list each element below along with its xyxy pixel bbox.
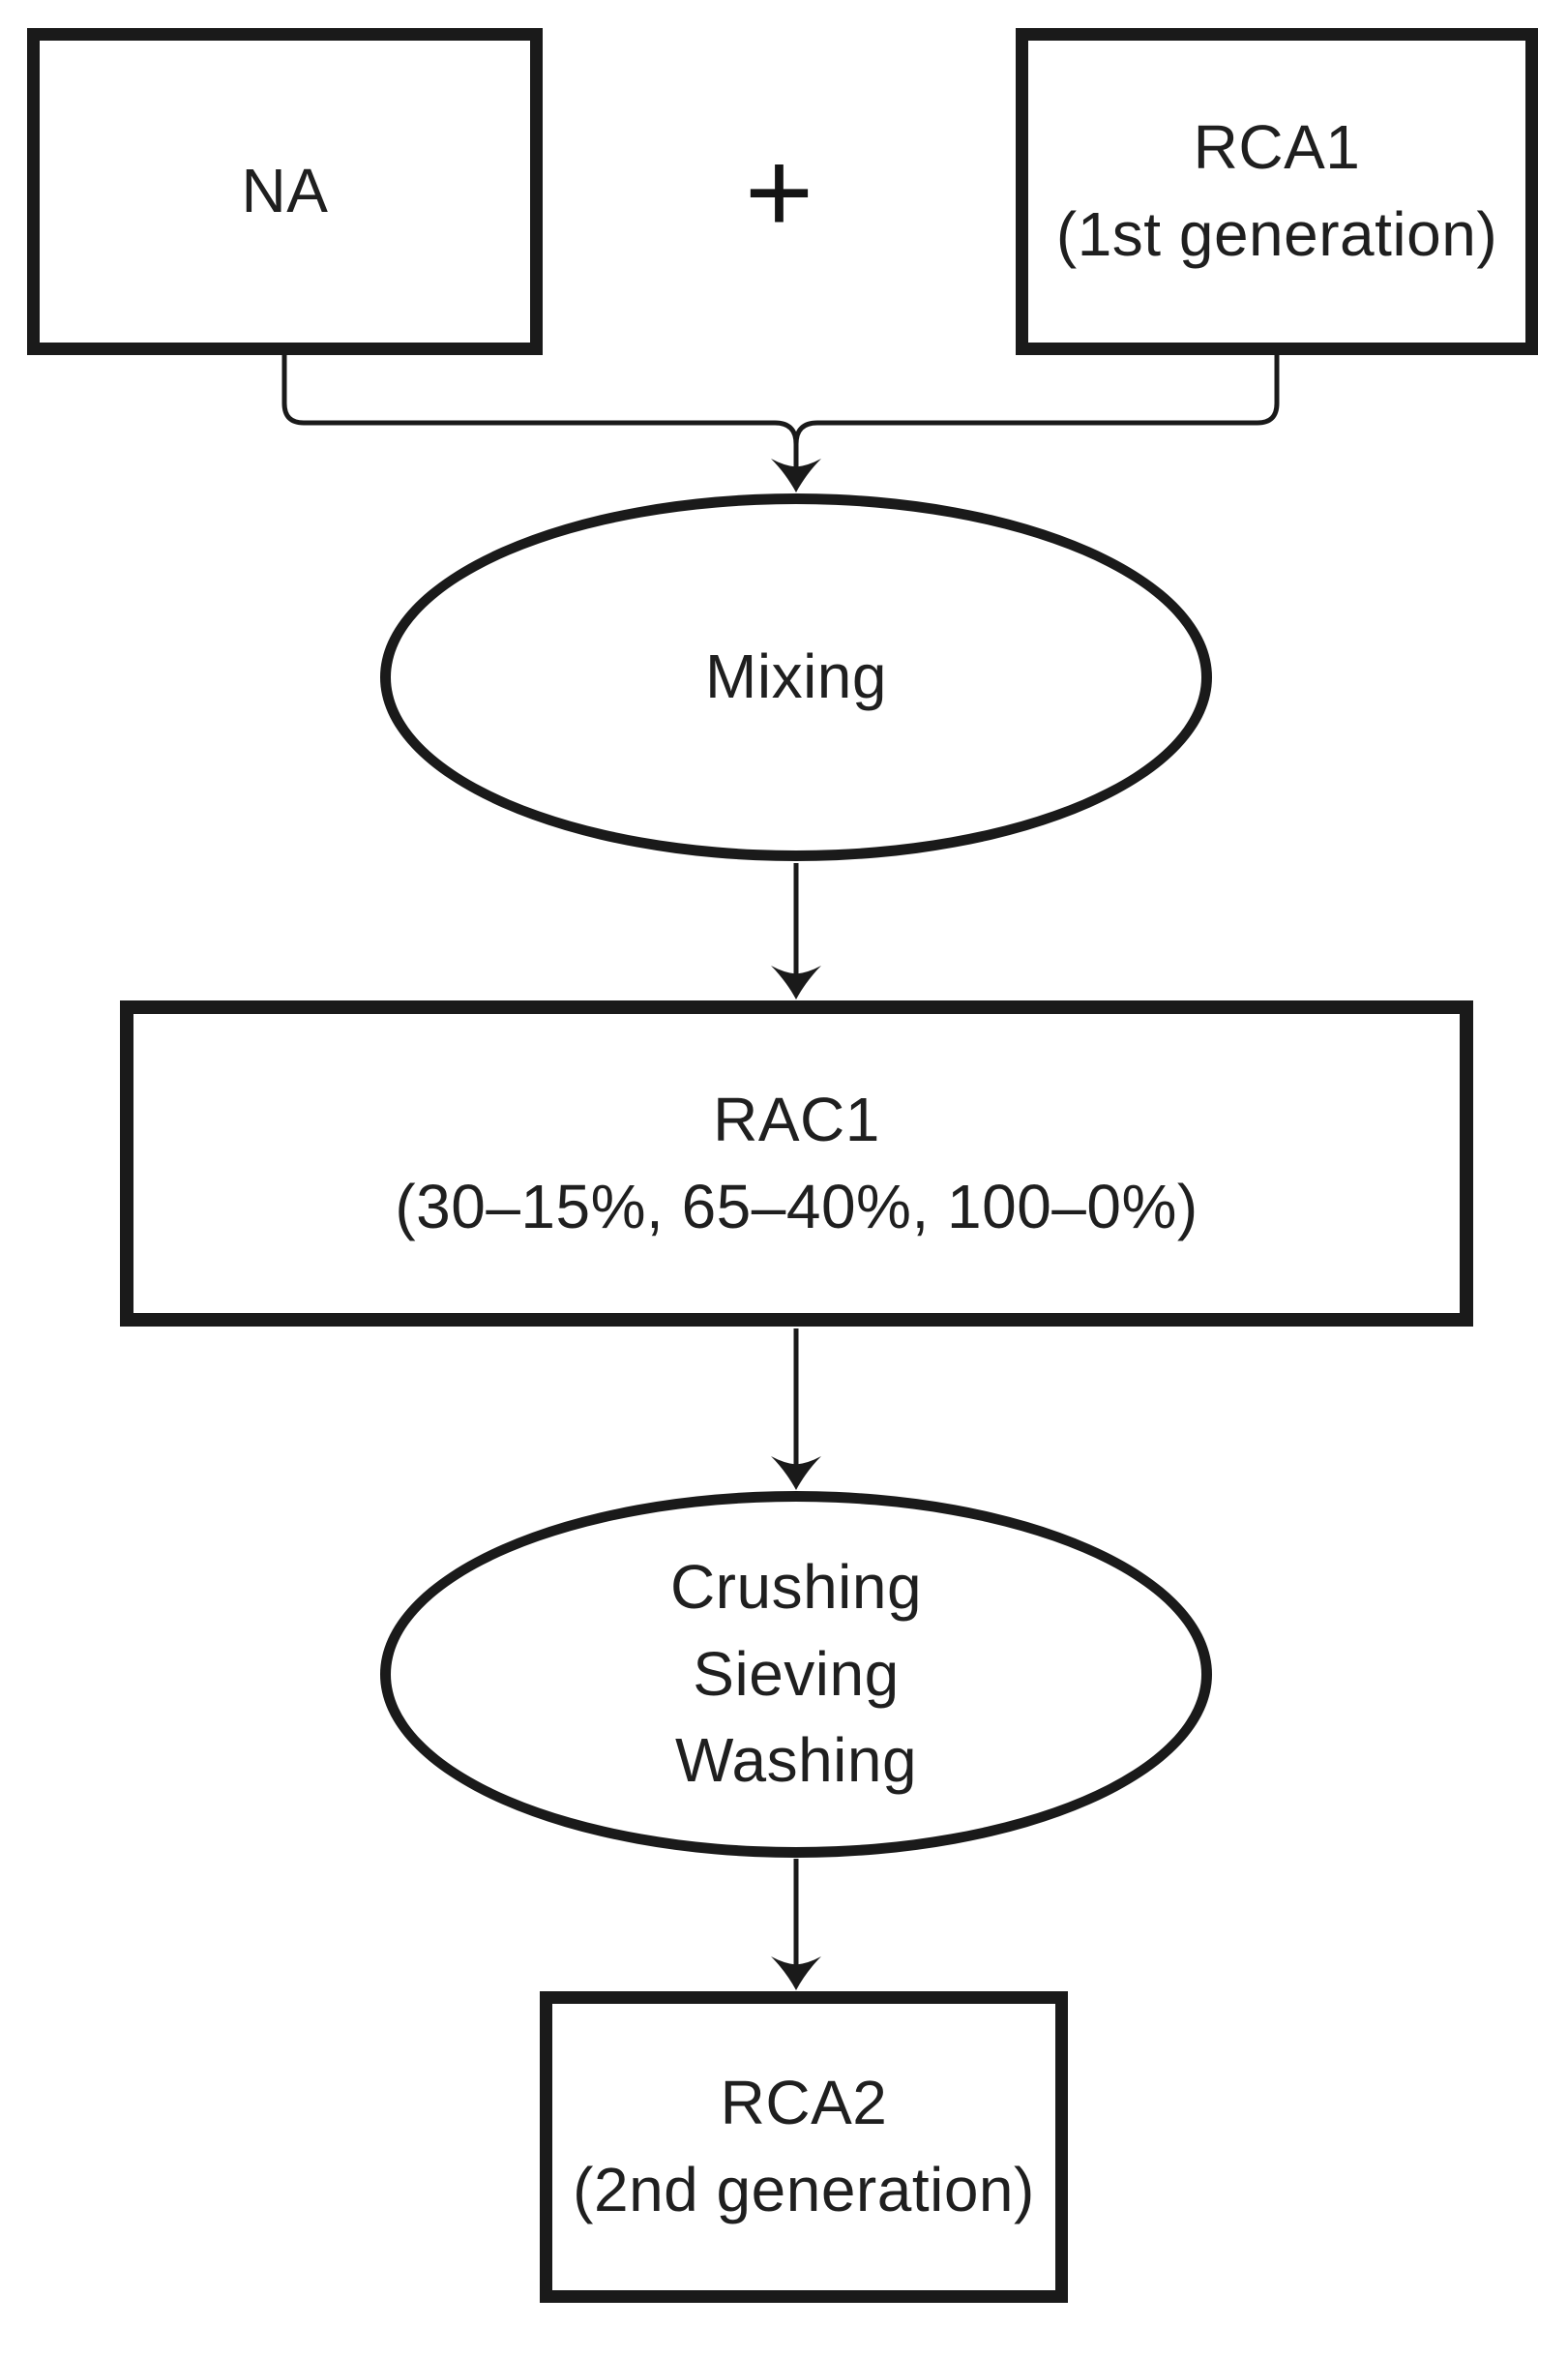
- plus-icon: +: [744, 126, 814, 257]
- arrowhead-into-mixing: [771, 459, 821, 492]
- node-crushing-line-2: Sieving: [693, 1638, 900, 1709]
- arrowhead-into-rca2: [771, 1956, 821, 1990]
- node-rca1: RCA1 (1st generation): [1016, 28, 1538, 355]
- node-crushing: Crushing Sieving Washing: [380, 1491, 1212, 1858]
- node-crushing-line-3: Washing: [674, 1725, 918, 1796]
- node-crushing-line-1: Crushing: [669, 1552, 923, 1623]
- arrowhead-into-rac1: [771, 966, 821, 999]
- node-rca1-label: RCA1: [1193, 112, 1361, 183]
- node-rac1-sublabel: (30–15%, 65–40%, 100–0%): [395, 1171, 1198, 1241]
- node-rac1-label: RAC1: [713, 1084, 880, 1154]
- node-rca1-sublabel: (1st generation): [1055, 199, 1498, 269]
- node-rac1: RAC1 (30–15%, 65–40%, 100–0%): [120, 1000, 1473, 1327]
- node-na: NA: [27, 28, 543, 355]
- node-na-label: NA: [241, 156, 329, 226]
- node-mixing-label: Mixing: [705, 641, 887, 712]
- node-mixing: Mixing: [380, 493, 1212, 861]
- node-rca2: RCA2 (2nd generation): [540, 1991, 1068, 2303]
- connector-rca1-to-mixing: [793, 355, 1280, 445]
- node-rca2-sublabel: (2nd generation): [573, 2155, 1035, 2224]
- connector-na-to-mixing: [281, 355, 799, 470]
- node-rca2-label: RCA2: [720, 2068, 888, 2138]
- arrowhead-into-crushing: [771, 1456, 821, 1490]
- plus-operator: +: [543, 28, 1016, 355]
